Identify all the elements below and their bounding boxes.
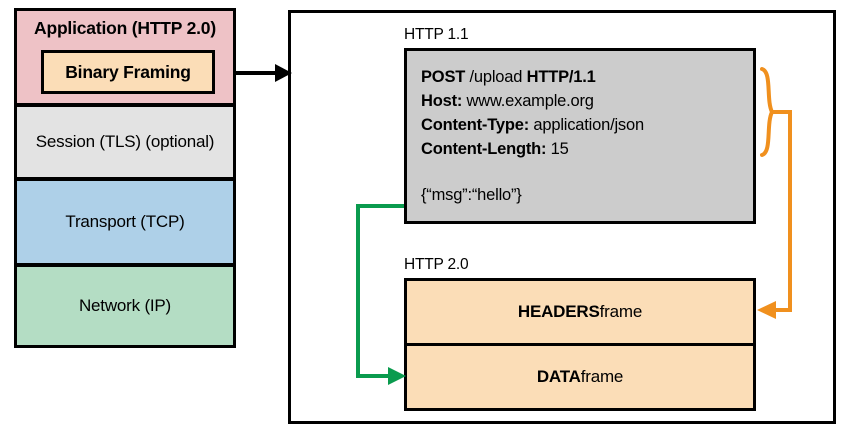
http20-caption: HTTP 2.0 — [404, 256, 469, 273]
http11-header-host: Host: www.example.org — [421, 89, 753, 113]
stack-to-panel-arrow — [236, 64, 292, 82]
http11-message-box: POST /upload HTTP/1.1 Host: www.example.… — [404, 48, 756, 224]
stack-layer-network: Network (IP) — [14, 264, 236, 348]
http11-header-content-type-name: Content-Type: — [421, 116, 529, 134]
http11-header-content-length-value: 15 — [546, 140, 569, 158]
data-frame-name: DATA — [536, 367, 581, 386]
http11-group: HTTP 1.1 POST /upload HTTP/1.1 Host: www… — [404, 26, 756, 224]
http11-header-host-name: Host: — [421, 92, 463, 110]
http11-header-content-type-value: application/json — [529, 116, 644, 134]
stack-layer-session-label: Session (TLS) (optional) — [35, 132, 215, 151]
http20-frames-box: HEADERS frame DATA frame — [404, 278, 756, 411]
stack-layer-transport-label: Transport (TCP) — [65, 212, 185, 231]
headers-frame-row: HEADERS frame — [407, 281, 753, 343]
protocol-stack: Application (HTTP 2.0) Binary Framing Se… — [14, 8, 236, 348]
binary-framing-box: Binary Framing — [41, 50, 215, 94]
http11-path: /upload — [465, 68, 527, 86]
http11-caption: HTTP 1.1 — [404, 26, 469, 43]
http11-version: HTTP/1.1 — [526, 68, 596, 86]
data-frame-row: DATA frame — [407, 343, 753, 408]
data-frame-suffix: frame — [580, 367, 624, 386]
http11-header-content-length-name: Content-Length: — [421, 140, 547, 158]
http20-group: HTTP 2.0 HEADERS frame DATA frame — [404, 256, 756, 411]
http11-method: POST — [421, 68, 466, 86]
http11-header-content-length: Content-Length: 15 — [421, 137, 753, 161]
headers-frame-name: HEADERS — [517, 302, 600, 321]
stack-layer-network-label: Network (IP) — [78, 296, 172, 315]
http11-body: {“msg”:“hello”} — [421, 186, 522, 204]
stack-layer-transport: Transport (TCP) — [14, 178, 236, 266]
http11-header-host-value: www.example.org — [462, 92, 594, 110]
stack-layer-session: Session (TLS) (optional) — [14, 104, 236, 180]
http11-header-content-type: Content-Type: application/json — [421, 113, 753, 137]
headers-frame-suffix: frame — [599, 302, 643, 321]
binary-framing-label: Binary Framing — [65, 61, 191, 82]
stack-layer-application-label: Application (HTTP 2.0) — [34, 18, 216, 38]
stack-layer-application: Application (HTTP 2.0) Binary Framing — [14, 8, 236, 106]
http11-request-line: POST /upload HTTP/1.1 — [421, 65, 753, 89]
